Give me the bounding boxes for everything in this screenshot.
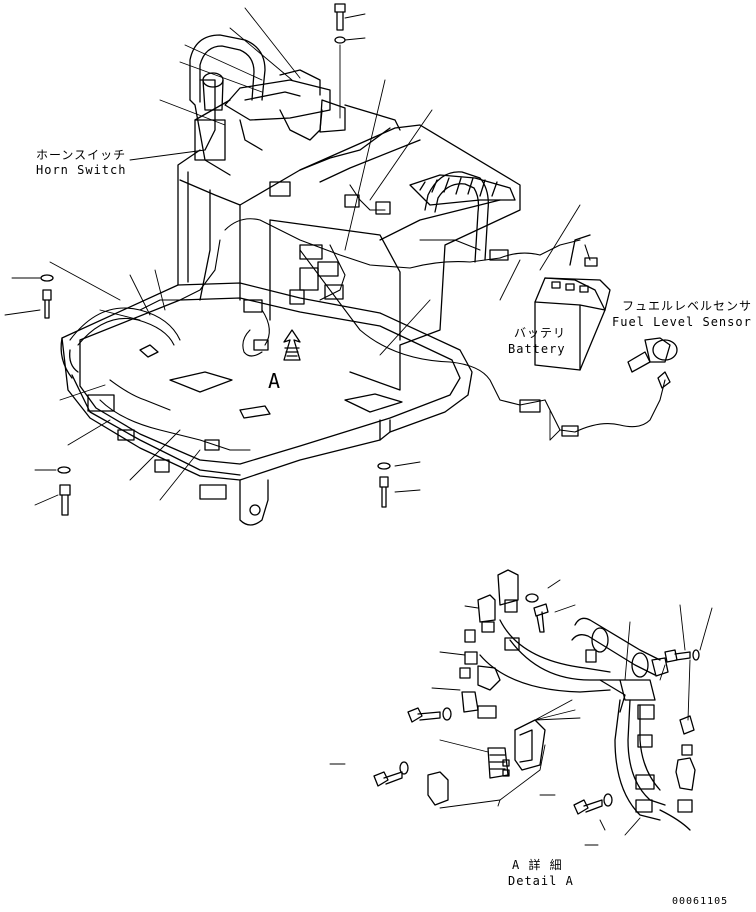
- horn-switch-label-jp: ホーンスイッチ: [36, 148, 127, 162]
- leader-lines: [4, 7, 581, 506]
- detail-a-drawing: [373, 569, 700, 831]
- detail-a-label-jp: A 詳 細: [512, 858, 563, 872]
- horn-switch-label-en: Horn Switch: [36, 163, 127, 177]
- view-arrow: [283, 329, 301, 361]
- fuel-level-sensor: [627, 337, 678, 389]
- fuel-sensor-label-jp: フュエルレベルセンサ: [622, 299, 753, 313]
- wire-harness: [69, 184, 666, 451]
- drawing-number: 00061105: [672, 896, 729, 907]
- view-marker-a: A: [268, 369, 282, 393]
- fuel-sensor-label-en: Fuel Level Sensor: [612, 315, 752, 329]
- battery-label-en: Battery: [508, 342, 566, 356]
- detail-a-label-en: Detail A: [508, 874, 574, 888]
- operator-frame: [60, 99, 521, 526]
- battery-label-jp: バッテリ: [514, 326, 567, 340]
- battery: [534, 234, 611, 371]
- hardware-left: [40, 3, 391, 516]
- detail-leader-lines: [329, 579, 713, 846]
- handle-assembly: [189, 34, 331, 176]
- connectors: [87, 181, 579, 500]
